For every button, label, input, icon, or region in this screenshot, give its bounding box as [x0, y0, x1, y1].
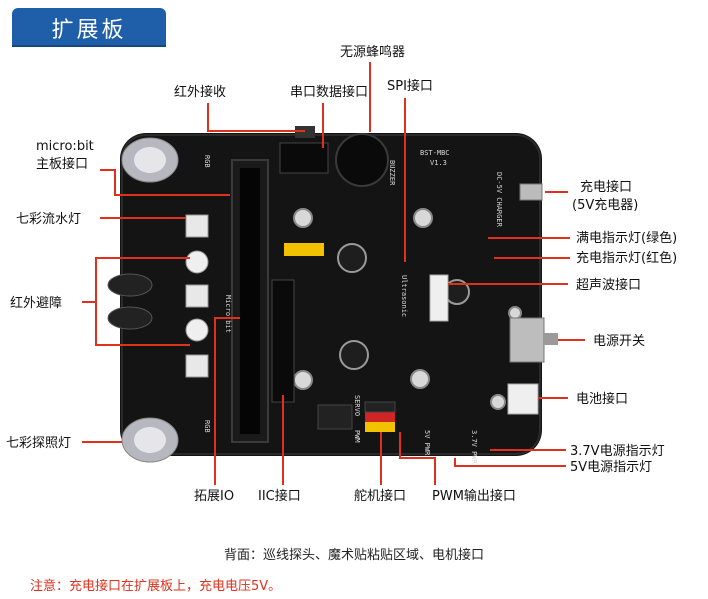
- silk-model: BST-MBC: [420, 149, 450, 157]
- label-battery-port: 电池接口: [576, 391, 628, 407]
- label-ir-obstacle: 红外避障: [10, 295, 62, 311]
- rgb-led-2: [185, 250, 209, 274]
- leader-5v: [454, 458, 566, 467]
- label-buzzer: 无源蜂鸣器: [340, 44, 405, 60]
- silk-charger: DC-5V CHARGER: [495, 172, 503, 228]
- silk-microbit: Micro:bit: [224, 295, 232, 333]
- label-ultrasonic-port: 超声波接口: [576, 277, 641, 293]
- note-text: 注意：充电接口在扩展板上，充电电压5V。: [30, 579, 282, 594]
- label-power-switch: 电源开关: [593, 334, 645, 349]
- rgb-led-4: [185, 318, 209, 342]
- expansion-io-header: [271, 279, 295, 403]
- label-charge-line1: 充电接口: [580, 179, 632, 195]
- rgb-led-3: [185, 284, 209, 308]
- label-full-charge-led: 满电指示灯(绿色): [576, 230, 677, 246]
- label-servo-port: 舵机接口: [354, 488, 406, 504]
- buzzer-part: [335, 133, 389, 187]
- page-title: 扩展板: [51, 18, 127, 43]
- yellow-header-top: [284, 243, 324, 256]
- battery-connector: [507, 383, 539, 415]
- silk-version: V1.3: [430, 159, 447, 167]
- power-switch-body: [509, 317, 545, 363]
- title-tab: 扩展板: [12, 8, 166, 45]
- label-ir-receiver: 红外接收: [174, 84, 226, 100]
- leader-ir-obstacle-bracket: [95, 257, 108, 346]
- mount-hole-1: [293, 208, 313, 228]
- mount-hole-5: [490, 394, 506, 410]
- mount-hole-6: [508, 306, 522, 320]
- ir-sensor-2: [107, 306, 153, 330]
- label-iic-port: IIC接口: [258, 488, 301, 504]
- label-37v-led: 3.7V电源指示灯: [570, 444, 665, 459]
- leader-expansion-io: [214, 317, 240, 485]
- ic-chip: [317, 404, 353, 430]
- leader-ir-receiver: [207, 103, 305, 132]
- rgb-led-1: [185, 214, 209, 238]
- silk-pwr-5v: 5V PWR: [423, 430, 431, 456]
- silk-pwr-37v: 3.7V PWR: [470, 430, 478, 465]
- leader-lines: [82, 62, 585, 485]
- mount-hole-4: [410, 369, 430, 389]
- silk-servo: SERVO: [353, 395, 361, 416]
- leader-microbit: [100, 169, 230, 196]
- rgb-lamp-bottom-core: [134, 427, 166, 453]
- serial-header: [279, 142, 329, 174]
- rgb-led-5: [185, 354, 209, 378]
- label-microbit-line1: micro:bit: [36, 139, 94, 154]
- ir-sensor-1: [107, 273, 153, 297]
- footer-text: 背面：巡线探头、魔术贴粘贴区域、电机接口: [223, 548, 484, 563]
- mount-hole-2: [413, 208, 433, 228]
- ultrasonic-connector: [429, 274, 449, 322]
- silk-buzzer: BUZZER: [388, 160, 396, 186]
- label-color-search-led: 七彩探照灯: [6, 436, 71, 451]
- microbit-slot-inner: [240, 168, 260, 434]
- silk-ultrasonic: Ultrasonic: [400, 275, 408, 317]
- label-spi-port: SPI接口: [387, 78, 433, 94]
- silk-rgb-bottom: RGB: [203, 420, 211, 433]
- leader-pwm: [399, 432, 436, 485]
- charge-port: [519, 183, 543, 201]
- label-color-flow-led: 七彩流水灯: [16, 212, 81, 227]
- mount-hole-3: [293, 370, 313, 390]
- label-charging-led: 充电指示灯(红色): [576, 250, 677, 266]
- servo-header-ground: [364, 401, 396, 413]
- label-serial-port: 串口数据接口: [290, 84, 368, 100]
- servo-header-power: [365, 412, 395, 422]
- label-expansion-io: 拓展IO: [194, 489, 234, 504]
- label-pwm-port: PWM输出接口: [432, 488, 516, 504]
- label-charge-line2: (5V充电器): [572, 197, 638, 213]
- capacitor-2: [339, 340, 369, 370]
- servo-header-signal: [365, 422, 395, 432]
- power-switch-knob: [544, 333, 558, 345]
- silk-pwm: PWM: [353, 430, 361, 443]
- label-microbit-line2: 主板接口: [36, 156, 88, 172]
- capacitor-1: [337, 243, 367, 273]
- silk-rgb-top: RGB: [203, 155, 211, 168]
- label-5v-led: 5V电源指示灯: [570, 460, 652, 475]
- pcb-board: [120, 133, 542, 456]
- rgb-lamp-top-core: [134, 147, 166, 173]
